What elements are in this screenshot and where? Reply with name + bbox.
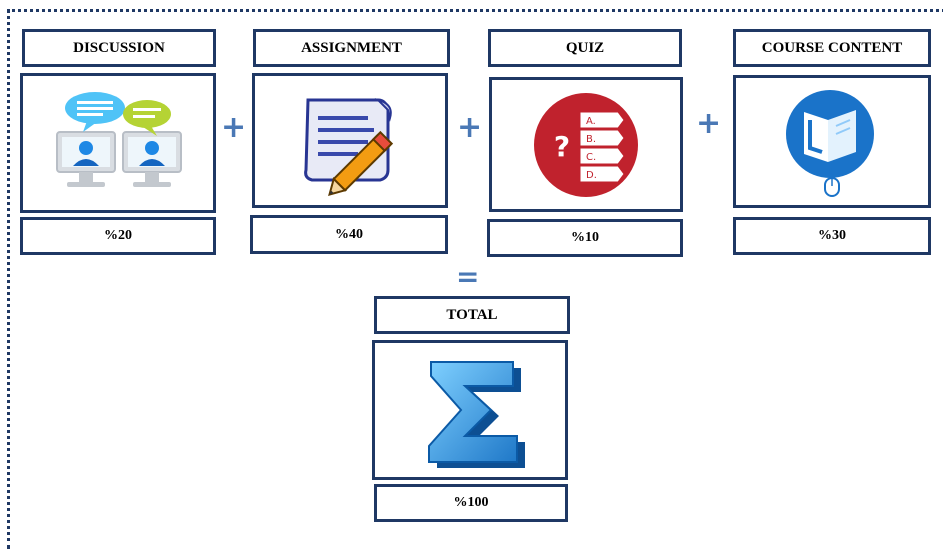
quiz-question-mark: ? xyxy=(554,130,570,163)
assignment-percent-text: %40 xyxy=(335,226,363,242)
quiz-icon: ? A. B. C. D. xyxy=(534,92,638,197)
assignment-panel xyxy=(252,73,448,208)
course-content-panel xyxy=(733,75,931,208)
dotted-frame xyxy=(7,9,943,549)
discussion-title-text: DISCUSSION xyxy=(73,39,165,56)
assignment-title: ASSIGNMENT xyxy=(253,29,450,67)
assignment-percent: %40 xyxy=(250,215,448,254)
discussion-percent: %20 xyxy=(20,217,216,255)
course-content-icon xyxy=(786,89,874,197)
plus-operator-2: + xyxy=(457,110,483,145)
course-content-title-text: COURSE CONTENT xyxy=(761,39,903,56)
quiz-option-d: D. xyxy=(586,170,597,181)
quiz-option-b: B. xyxy=(586,134,596,145)
total-panel xyxy=(372,340,568,480)
assignment-title-text: ASSIGNMENT xyxy=(301,39,402,56)
discussion-percent-text: %20 xyxy=(104,228,132,243)
total-percent-text: %100 xyxy=(453,495,489,510)
total-title-text: TOTAL xyxy=(446,306,498,323)
discussion-panel xyxy=(20,73,216,213)
equals-operator: = xyxy=(456,260,480,293)
course-content-percent: %30 xyxy=(733,217,931,255)
total-percent: %100 xyxy=(374,484,568,522)
quiz-option-a: A. xyxy=(586,116,596,127)
quiz-percent-text: %10 xyxy=(571,230,599,245)
quiz-panel: ? A. B. C. D. xyxy=(489,77,683,212)
plus-operator-1: + xyxy=(221,110,247,145)
discussion-icon xyxy=(56,92,182,187)
discussion-title: DISCUSSION xyxy=(22,29,216,67)
quiz-percent: %10 xyxy=(487,219,683,257)
sigma-icon xyxy=(428,361,525,468)
quiz-option-c: C. xyxy=(586,152,596,163)
course-content-percent-text: %30 xyxy=(818,228,846,243)
quiz-title-text: QUIZ xyxy=(565,39,605,56)
quiz-title: QUIZ xyxy=(488,29,682,67)
total-title: TOTAL xyxy=(374,296,570,334)
plus-operator-3: + xyxy=(696,106,722,141)
course-content-title: COURSE CONTENT xyxy=(733,29,931,67)
assignment-icon xyxy=(304,97,394,196)
